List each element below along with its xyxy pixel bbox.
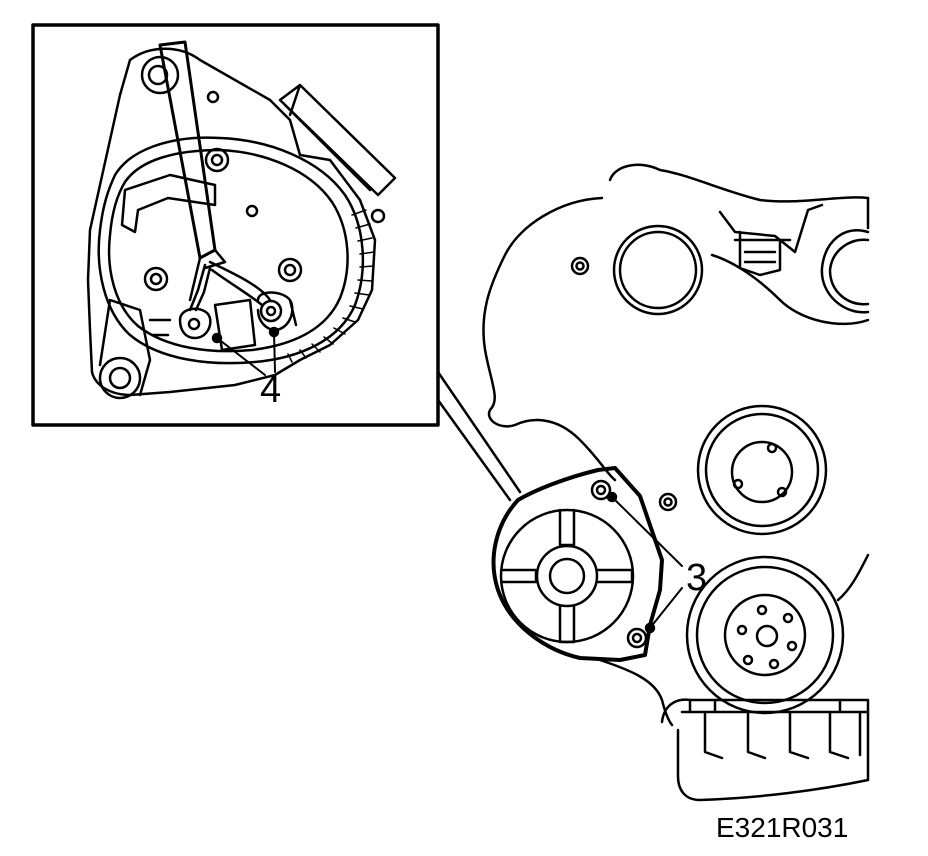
inset-screw: [206, 90, 220, 104]
inset-lower-mount-inner: [108, 366, 132, 390]
idler-bolt: [766, 442, 778, 454]
idler-pulley-hub: [730, 440, 794, 504]
crankshaft-pulley-outer: [685, 555, 845, 715]
alternator-bolt-upper: [590, 479, 612, 501]
inset-bolt-inner: [149, 272, 163, 286]
cover-bolt: [575, 261, 585, 271]
crankshaft-pulley-mid: [723, 593, 807, 677]
inset-upper-mount: [140, 55, 180, 95]
inset-detail: [31, 23, 522, 502]
crankshaft-center-bolt: [755, 624, 779, 648]
inset-pointer: [436, 370, 522, 502]
callout-4-dot: [268, 326, 280, 338]
inset-alternator-housing: [86, 47, 377, 397]
inset-terminal-plate: [213, 298, 257, 352]
alternator-mount-outline: [491, 466, 664, 662]
inset-window: [120, 173, 217, 234]
inset-terminal-wire-b: [208, 260, 272, 307]
callout-3-dot: [606, 491, 618, 503]
inset-terminal-b-nut: [259, 299, 283, 323]
timing-cover-outline: [482, 196, 870, 482]
alternator-shaft-nut: [548, 557, 586, 595]
alternator-bolt-lower: [626, 627, 648, 649]
idler-bolt: [732, 478, 744, 490]
crankshaft-bolt: [782, 612, 794, 624]
camshaft-seal-right-inner: [828, 238, 870, 306]
tensioner-bracket: [718, 203, 824, 277]
callout-4-label: 4: [260, 369, 281, 411]
inset-bolt-inner: [283, 263, 297, 277]
idler-bolt: [776, 486, 788, 498]
inset-screw: [245, 204, 259, 218]
camshaft-seal-left-outer: [612, 224, 704, 316]
alternator-fan-spokes: [501, 508, 634, 644]
cover-bolt: [658, 492, 678, 512]
engine-side-line: [836, 553, 870, 602]
inset-bolt: [204, 147, 230, 173]
alternator-pulley-hub: [535, 544, 599, 608]
inset-lower-mount-arm: [98, 298, 152, 397]
inset-terminal-wire-d: [188, 263, 212, 312]
sump-flange: [688, 698, 842, 714]
inset-mount-stud: [148, 318, 172, 337]
inset-cooling-fins: [287, 209, 375, 363]
alternator-lower-bracket: [598, 658, 674, 727]
callout-4-leader: [216, 331, 276, 376]
oil-sump: [660, 698, 870, 802]
camshaft-seal-right: [820, 229, 870, 314]
inset-terminal-b-clip: [256, 291, 298, 332]
crankshaft-bolt: [768, 658, 780, 670]
alternator-main: [491, 466, 683, 662]
inset-bolt: [143, 266, 169, 292]
figure-reference: E321R031: [716, 812, 848, 843]
callout-4-dot: [211, 332, 223, 344]
inset-terminal-d: [178, 307, 212, 340]
inset-rear-cover: [97, 136, 365, 365]
alternator-bolt-lower-inner: [631, 632, 643, 644]
inset-regulator-box: [278, 83, 397, 197]
cover-bolt: [570, 256, 590, 276]
callout-3-label: 3: [686, 557, 707, 599]
callout-3-leader: [611, 496, 683, 629]
crankshaft-bolt: [786, 640, 798, 652]
inset-lower-mount: [98, 356, 142, 400]
crankshaft-bolt: [756, 604, 768, 616]
engine-cover-outline: [608, 163, 870, 326]
engine-front-view: [482, 163, 870, 802]
inset-bolt: [277, 257, 303, 283]
inset-wiring-loom-side: [188, 248, 227, 302]
inset-frame: [31, 23, 440, 427]
crankshaft-pulley-ring: [695, 565, 835, 705]
callout-3-dot: [644, 622, 656, 634]
alternator-pulley: [499, 508, 635, 644]
crankshaft-bolt: [736, 624, 748, 636]
alternator-bolt-upper-inner: [595, 484, 607, 496]
camshaft-seal-left-inner: [618, 230, 698, 310]
idler-pulley-ring: [704, 412, 820, 528]
inset-screw: [370, 208, 386, 224]
inset-terminal-b-stud: [265, 305, 277, 317]
cover-bolt: [663, 497, 673, 507]
inset-bolt-inner: [210, 153, 224, 167]
crankshaft-bolt: [742, 654, 754, 666]
inset-terminal-d-stud: [187, 317, 201, 331]
inset-rear-cover-inner: [107, 148, 349, 353]
idler-pulley-outer: [696, 404, 828, 536]
